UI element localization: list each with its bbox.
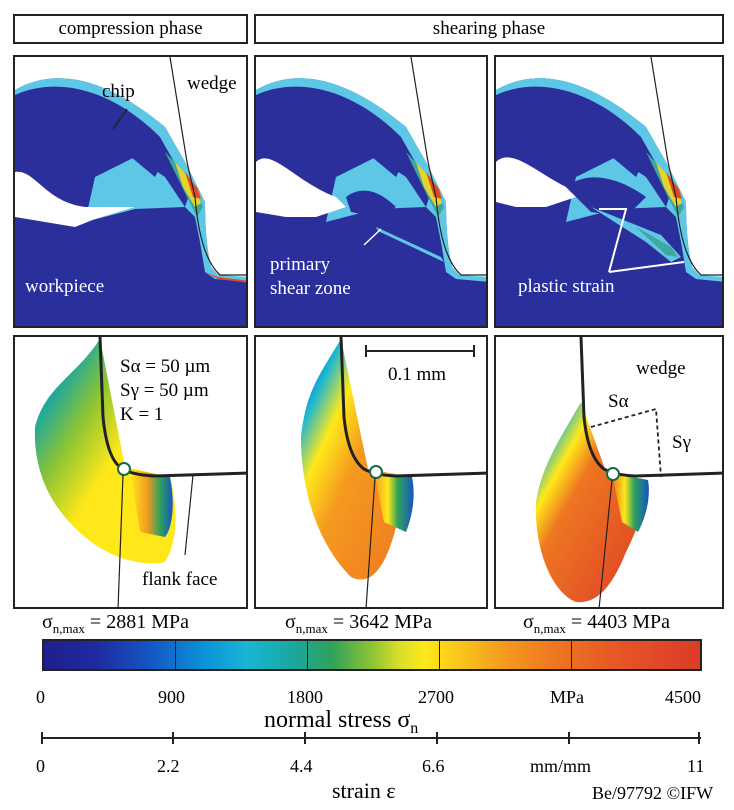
label-plastic-strain: plastic strain xyxy=(518,276,615,297)
stress-field-shearing-2 xyxy=(496,337,722,607)
label-s-gamma: Sγ = 50 µm xyxy=(120,380,209,401)
strain-field-shearing-2 xyxy=(496,57,722,326)
stress-colorbar xyxy=(42,639,702,671)
strain-axis-tick xyxy=(304,732,306,744)
stress-unit: MPa xyxy=(550,687,585,707)
bottom-panel-shearing-2: wedge Sα Sγ xyxy=(494,335,724,609)
label-wedge-bottom: wedge xyxy=(636,358,686,379)
strain-field-compression xyxy=(15,57,246,326)
strain-axis-tick xyxy=(172,732,174,744)
label-k: K = 1 xyxy=(120,404,164,425)
stress-field-shearing-1 xyxy=(256,337,486,607)
shearing-phase-label: shearing phase xyxy=(432,18,546,39)
colorbar-divider xyxy=(307,641,308,669)
strain-tick-0: 0 xyxy=(36,756,45,776)
sigma-max-value-3: = 4403 MPa xyxy=(570,611,670,633)
stress-tick-2700: 2700 xyxy=(418,687,454,707)
strain-field-shearing-1 xyxy=(256,57,486,326)
compression-phase-label: compression phase xyxy=(58,18,203,39)
strain-tick-2-2: 2.2 xyxy=(157,756,180,776)
stress-tick-1800: 1800 xyxy=(287,687,323,707)
label-chip: chip xyxy=(102,81,135,102)
stress-tick-4500: 4500 xyxy=(665,687,701,707)
compression-phase-header: compression phase xyxy=(13,14,248,44)
sigma-max-1: σn,max = 2881 MPa xyxy=(42,611,189,636)
label-s-alpha: Sα = 50 µm xyxy=(120,356,211,377)
bottom-panel-shearing-1: 0.1 mm xyxy=(254,335,488,609)
strain-tick-6-6: 6.6 xyxy=(422,756,445,776)
top-panel-shearing-2: plastic strain xyxy=(494,55,724,328)
copyright-note: Be/97792 ©IFW xyxy=(592,783,714,803)
sigma-max-3: σn,max = 4403 MPa xyxy=(523,611,670,636)
label-primary: primary xyxy=(270,254,331,275)
bottom-panel-compression: Sα = 50 µm Sγ = 50 µm K = 1 flank face xyxy=(13,335,248,609)
strain-axis-tick xyxy=(568,732,570,744)
strain-axis-tick xyxy=(436,732,438,744)
stress-tick-900: 900 xyxy=(158,687,185,707)
strain-tick-4-4: 4.4 xyxy=(290,756,313,776)
colorbar-divider xyxy=(571,641,572,669)
sigma-max-value-2: = 3642 MPa xyxy=(332,611,432,633)
colorbar-divider xyxy=(175,641,176,669)
top-panel-shearing-1: primary shear zone xyxy=(254,55,488,328)
stress-tick-0: 0 xyxy=(36,687,45,707)
stress-field-compression xyxy=(15,337,246,607)
label-shear-zone: shear zone xyxy=(270,278,351,299)
label-s-alpha-short: Sα xyxy=(608,391,629,412)
strain-axis-tick xyxy=(41,732,43,744)
top-panel-compression: chip wedge workpiece xyxy=(13,55,248,328)
label-flank-face: flank face xyxy=(142,569,218,590)
sigma-max-2: σn,max = 3642 MPa xyxy=(285,611,432,636)
label-scale-bar: 0.1 mm xyxy=(388,364,447,385)
label-s-gamma-short: Sγ xyxy=(672,432,691,453)
strain-axis-line xyxy=(41,732,701,744)
shearing-phase-header: shearing phase xyxy=(254,14,724,44)
strain-tick-11: 11 xyxy=(687,756,705,776)
strain-axis-tick xyxy=(698,732,700,744)
strain-unit: mm/mm xyxy=(530,756,592,776)
label-wedge-top: wedge xyxy=(187,73,237,94)
stress-axis-title: normal stress σn xyxy=(264,707,419,737)
colorbar-divider xyxy=(439,641,440,669)
label-workpiece: workpiece xyxy=(25,276,105,297)
sigma-max-value-1: = 2881 MPa xyxy=(89,611,189,633)
strain-axis-title: strain ε xyxy=(332,778,396,803)
